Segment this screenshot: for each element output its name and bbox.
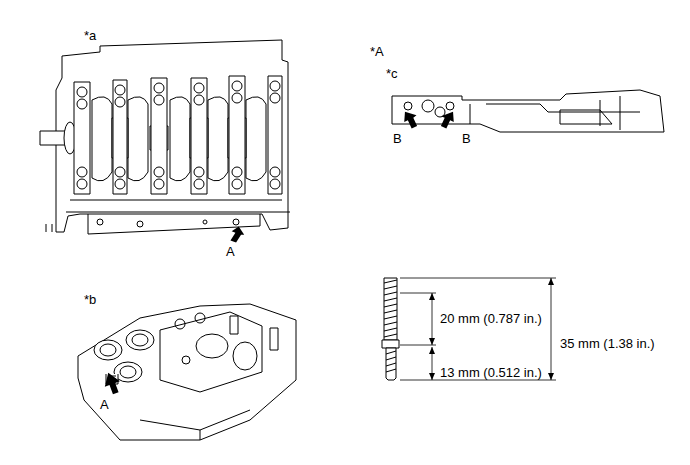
dimension-label: 20 mm (0.787 in.) [440, 311, 542, 326]
dimension-label: 13 mm (0.512 in.) [440, 365, 542, 380]
figure-label: *b [84, 292, 96, 307]
callout-letter: B [393, 131, 402, 146]
callout-letter: A [226, 244, 235, 259]
dimension-label: 35 mm (1.38 in.) [560, 336, 655, 351]
figure-label: *a [84, 28, 96, 43]
callout-letter: B [462, 131, 471, 146]
figure-label: *A [370, 44, 384, 59]
callout-letter: A [100, 397, 109, 412]
figure-label: *c [386, 66, 398, 81]
